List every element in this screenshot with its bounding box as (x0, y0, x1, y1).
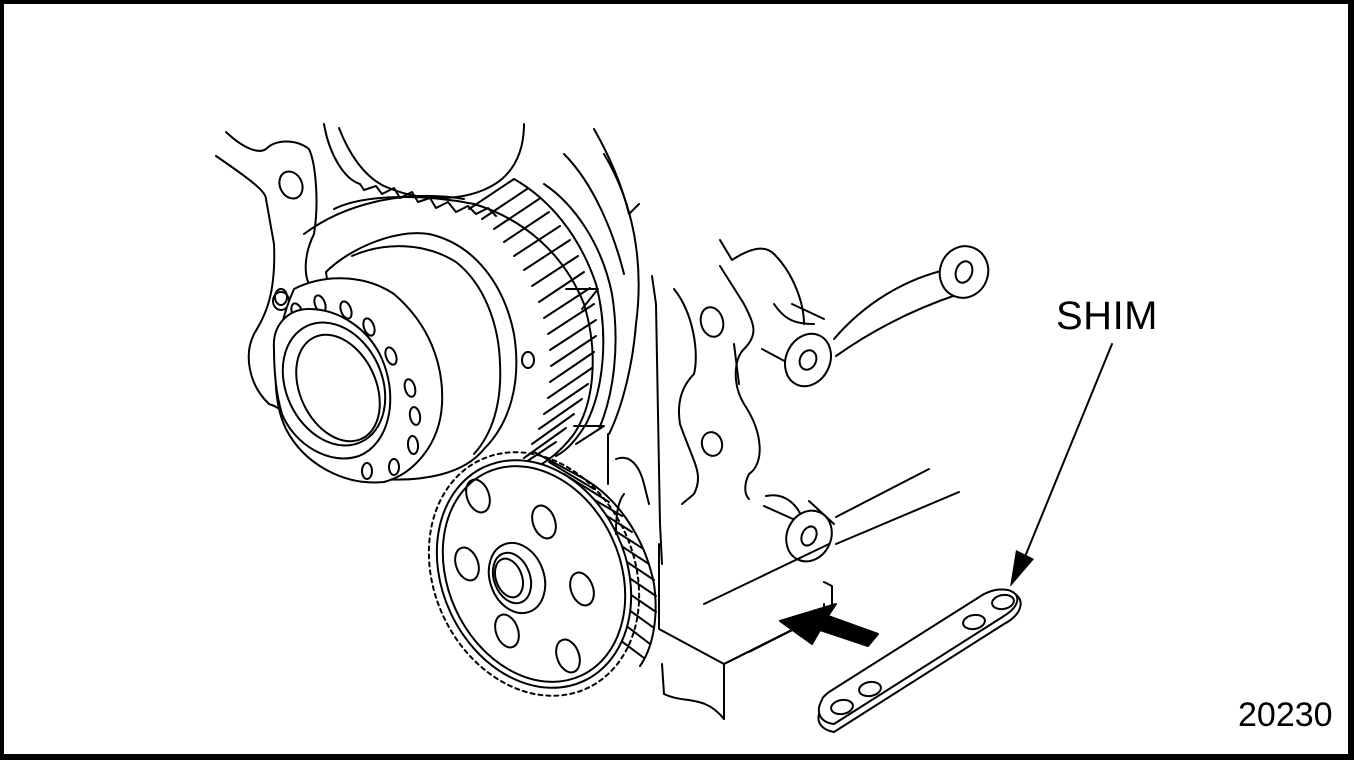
crankshaft-gear (303, 178, 617, 475)
shim-part (817, 588, 1022, 733)
lower-gear (427, 451, 657, 697)
insertion-arrow-icon (779, 603, 879, 647)
engine-block (615, 239, 990, 720)
engine-housing (215, 123, 640, 485)
engine-gear-illustration (215, 123, 1113, 733)
gear-hub (272, 232, 518, 484)
shim-leader-line (1010, 343, 1113, 587)
shim-callout-label: SHIM (1056, 294, 1158, 338)
figure-number: 20230 (1238, 696, 1333, 734)
